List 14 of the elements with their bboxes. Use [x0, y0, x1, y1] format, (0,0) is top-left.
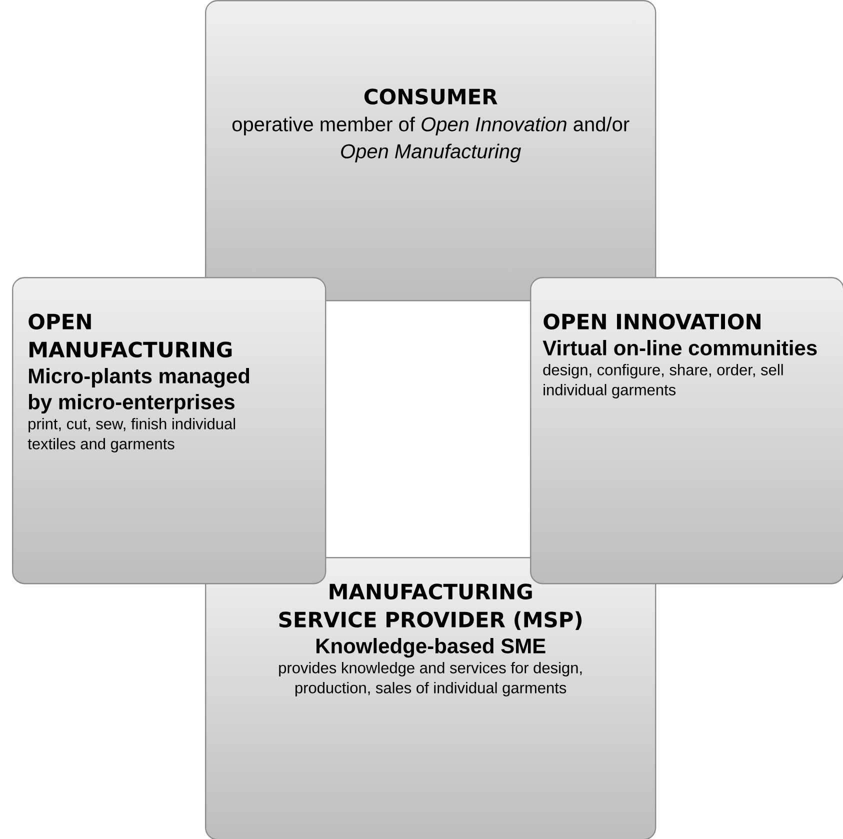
box-heading: CONSUMER — [364, 88, 498, 104]
box-description: provides knowledge and services for design, production, sales of individual garments — [279, 662, 582, 696]
box-subtitle: Virtual on-line communities — [542, 340, 817, 356]
rounded-box — [205, 0, 656, 302]
box-heading: MANUFACTURING SERVICE PROVIDER (MSP) — [279, 584, 582, 630]
box-subtitle: operative member of Open Innovation and/or Open Manufacturing — [232, 116, 630, 162]
rounded-box — [12, 277, 326, 584]
box-description: design, configure, share, order, sell individual garments — [543, 364, 783, 398]
box-description: print, cut, sew, finish individual textiles and garments — [28, 418, 236, 452]
box-subtitle: Knowledge-based SME — [316, 638, 546, 658]
rounded-box — [530, 277, 843, 584]
box-subtitle: Micro-plants managed by micro-enterprises — [28, 368, 250, 414]
box-heading: OPEN MANUFACTURING — [28, 314, 232, 358]
box-heading: OPEN INNOVATION — [544, 314, 760, 330]
